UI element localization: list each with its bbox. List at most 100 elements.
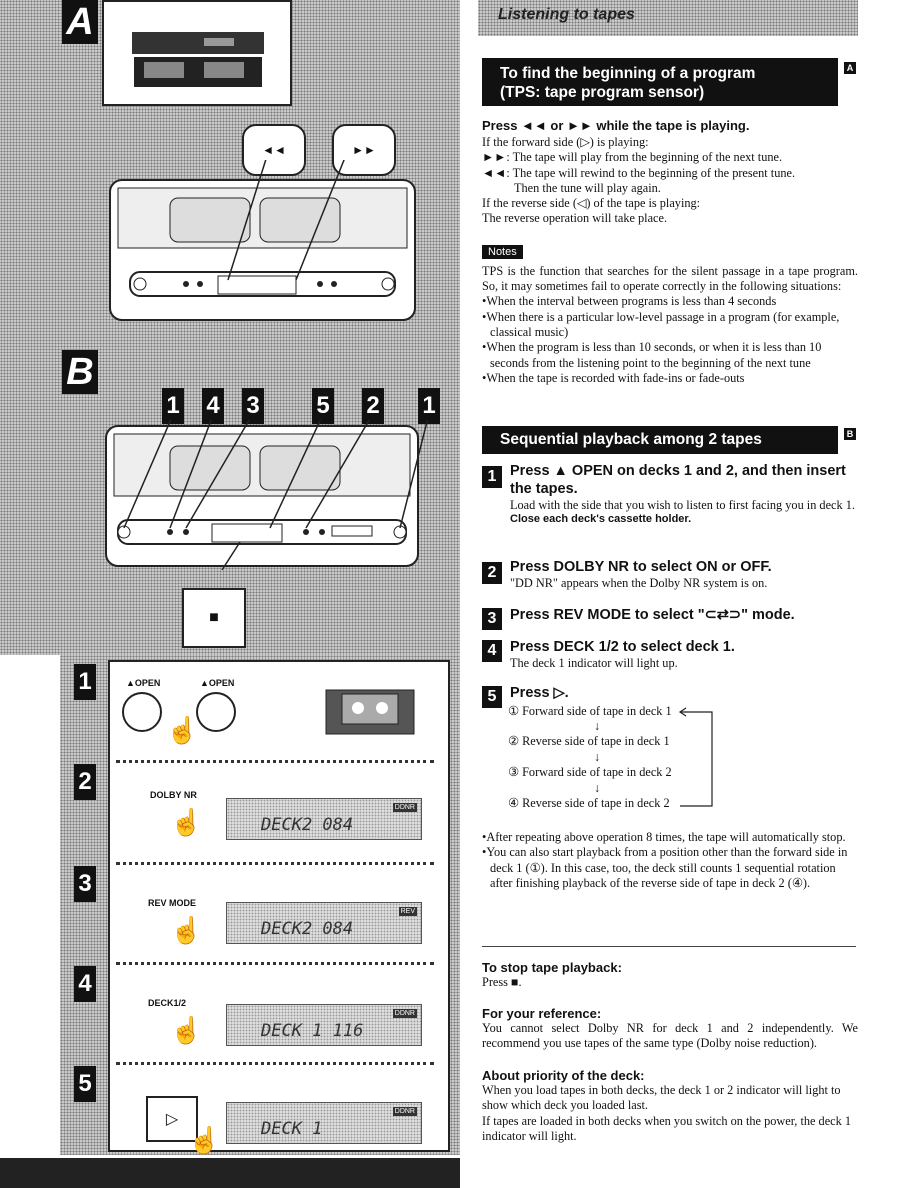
hand-pointer-icon: ☝ [170, 1016, 203, 1045]
seq-step-3-heading: Press REV MODE to select "⊂⇄⊃" mode. [510, 607, 795, 623]
display-indicator: REV [398, 907, 417, 916]
open-button-1 [122, 692, 162, 732]
illustration-column: A ◄◄ ►► B 1 4 3 5 2 1 [0, 0, 460, 1188]
display-text: DECK2 084 [261, 919, 354, 939]
loop-bracket [678, 707, 713, 807]
tps-title-bar: To find the beginning of a program (TPS:… [482, 58, 838, 106]
stop-heading: To stop tape playback: [482, 960, 622, 975]
sequence-item: ③ Forward side of tape in deck 2 [508, 765, 672, 779]
notes-bullet-text: When there is a particular low-level pas… [486, 309, 840, 339]
rev-mode-label: REV MODE [148, 898, 197, 908]
play-symbol: ▷ [165, 1111, 179, 1128]
display-indicator: DDNR [392, 1009, 417, 1018]
seq-bullet: •You can also start playback from a posi… [482, 845, 848, 890]
step-5-number: 5 [74, 1066, 96, 1102]
notes-bullet: •When there is a particular low-level pa… [482, 309, 840, 339]
step-1-number: 1 [74, 664, 96, 700]
page-header-title: Listening to tapes [498, 6, 635, 23]
cassette-insert-drawing [325, 689, 415, 735]
seq-step-5: Press ▷. [510, 684, 856, 702]
hand-pointer-icon: ☝ [188, 1126, 221, 1155]
display-step-4: DECK 1 116 DDNR [226, 1004, 422, 1046]
sequence-arrow: ↓ [594, 719, 601, 733]
seq-step-4-body: The deck 1 indicator will light up. [510, 656, 678, 670]
seq-step-1-bold: Close each deck's cassette holder. [510, 513, 692, 526]
seq-title-bar: Sequential playback among 2 tapes [482, 426, 838, 454]
callout-1b: 1 [418, 388, 440, 424]
text-column: Listening to tapes To find the beginning… [478, 0, 918, 1188]
display-text: DECK2 084 [261, 815, 354, 835]
seq-step-1-number: 1 [482, 466, 502, 488]
sequence-item: ① Forward side of tape in deck 1 [508, 704, 672, 718]
sequence-arrow: ↓ [594, 750, 601, 764]
hand-pointer-icon: ☝ [170, 916, 203, 945]
notes-bullet: •When the program is less than 10 second… [482, 340, 822, 370]
seq-step-1-body: Load with the side that you wish to list… [510, 498, 855, 512]
tps-line: The reverse operation will take place. [482, 211, 668, 226]
seq-title: Sequential playback among 2 tapes [500, 431, 762, 448]
seq-step-3: Press REV MODE to select "⊂⇄⊃" mode. [510, 606, 856, 624]
seq-bullet-text: You can also start playback from a posit… [486, 845, 848, 890]
seq-step-4-number: 4 [482, 640, 502, 662]
section-a-label: A [62, 0, 98, 44]
tps-badge: A [844, 62, 856, 74]
sequence-arrow: ↓ [594, 781, 601, 795]
seq-notes: •After repeating above operation 8 times… [482, 830, 858, 891]
seq-step-2-body: "DD NR" appears when the Dolby NR system… [510, 576, 768, 590]
divider-4 [116, 1062, 434, 1065]
tps-line: ►►: The tape will play from the beginnin… [482, 150, 783, 165]
open-label-1: ▲OPEN [126, 678, 161, 688]
rewind-symbol: ◄◄ [262, 143, 286, 157]
seq-step-1-heading: Press ▲ OPEN on decks 1 and 2, and then … [510, 463, 846, 497]
callout-1: 1 [162, 388, 184, 424]
sequence-item: ② Reverse side of tape in deck 1 [508, 734, 670, 748]
tps-title-line-1: To find the beginning of a program [500, 65, 756, 82]
sequence-item: ④ Reverse side of tape in deck 2 [508, 796, 670, 810]
step-4-number: 4 [74, 966, 96, 1002]
notes-label: Notes [482, 244, 523, 259]
seq-bullet: •After repeating above operation 8 times… [482, 830, 846, 844]
callout-4: 4 [202, 388, 224, 424]
notes-bullet-text: When the program is less than 10 seconds… [486, 340, 822, 370]
divider-3 [116, 962, 434, 965]
fast-forward-key: ►► [332, 124, 396, 176]
priority-heading: About priority of the deck: [482, 1068, 645, 1083]
notes-bullet: •When the tape is recorded with fade-ins… [482, 370, 745, 385]
stereo-thumbnail [102, 0, 292, 106]
display-indicator: DDNR [392, 803, 417, 812]
tps-line: ◄◄: The tape will rewind to the beginnin… [482, 165, 796, 180]
tps-title: To find the beginning of a program (TPS:… [500, 64, 755, 102]
section-divider [482, 946, 856, 947]
seq-bullet-text: After repeating above operation 8 times,… [486, 830, 846, 844]
open-label-2: ▲OPEN [200, 678, 235, 688]
step-2-number: 2 [74, 764, 96, 800]
seq-step-4-heading: Press DECK 1/2 to select deck 1. [510, 639, 735, 655]
play-key: ▷ [146, 1096, 198, 1142]
display-step-2: DECK2 084 DDNR [226, 798, 422, 840]
tps-line: Then the tune will play again. [514, 180, 661, 195]
tps-line: If the reverse side (◁) of the tape is p… [482, 196, 701, 211]
seq-step-4: Press DECK 1/2 to select deck 1. The dec… [510, 638, 856, 671]
callout-5: 5 [312, 388, 334, 424]
seq-badge: B [844, 428, 856, 440]
divider-1 [116, 760, 434, 763]
priority-body-2: If tapes are loaded in both decks when y… [482, 1113, 851, 1143]
bottom-band [0, 1158, 460, 1188]
cassette-deck-a-drawing [109, 160, 416, 321]
step-3-number: 3 [74, 866, 96, 902]
seq-step-5-heading: Press ▷. [510, 685, 569, 701]
display-text: DECK 1 [261, 1119, 323, 1139]
stop-section: To stop tape playback: Press ■. [482, 960, 858, 990]
tps-press-instruction: Press ◄◄ or ►► while the tape is playing… [482, 118, 750, 133]
open-button-2 [196, 692, 236, 732]
cassette-deck-b-drawing [105, 420, 429, 570]
reference-body: You cannot select Dolby NR for deck 1 an… [482, 1021, 858, 1051]
divider-2 [116, 862, 434, 865]
ff-symbol: ►► [352, 143, 376, 157]
reference-section: For your reference: You cannot select Do… [482, 1006, 858, 1052]
seq-step-2-number: 2 [482, 562, 502, 584]
notes-bullet: •When the interval between programs is l… [482, 294, 777, 309]
display-text: DECK 1 116 [261, 1021, 364, 1041]
seq-step-2: Press DOLBY NR to select ON or OFF. "DD … [510, 558, 856, 591]
